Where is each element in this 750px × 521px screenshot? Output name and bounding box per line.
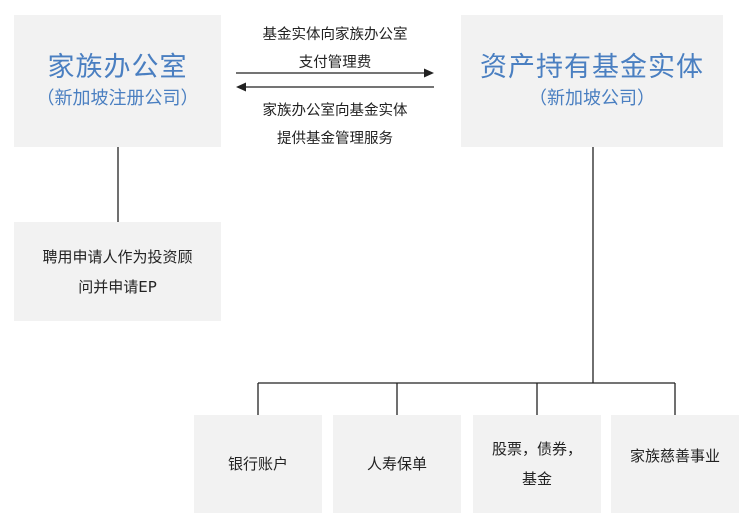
flow-top-line2: 支付管理费 bbox=[298, 55, 372, 71]
flow-bottom-line1: 家族办公室向基金实体 bbox=[262, 103, 408, 119]
hire-advisor-box: 聘用申请人作为投资顾 问并申请EP bbox=[14, 222, 221, 321]
family-office-title: 家族办公室 bbox=[47, 52, 188, 83]
flow-top-line1: 基金实体向家族办公室 bbox=[262, 27, 408, 43]
hire-advisor-line1: 聘用申请人作为投资顾 bbox=[42, 247, 193, 266]
flow-top-label: 基金实体向家族办公室 支付管理费 bbox=[236, 21, 434, 77]
asset-label-line2: 基金 bbox=[521, 470, 552, 488]
arrow-left-icon bbox=[236, 82, 434, 92]
flow-bottom-line2: 提供基金管理服务 bbox=[277, 131, 393, 147]
asset-box-securities: 股票，债券， 基金 bbox=[473, 415, 601, 513]
fund-entity-subtitle: （新加坡公司） bbox=[529, 88, 655, 109]
asset-box-bank-account: 银行账户 bbox=[194, 415, 322, 513]
fund-entity-title: 资产持有基金实体 bbox=[480, 52, 704, 83]
asset-box-family-philanthropy: 家族慈善事业 bbox=[611, 415, 739, 513]
asset-label: 人寿保单 bbox=[366, 455, 427, 473]
asset-label: 家族慈善事业 bbox=[629, 447, 720, 465]
hire-advisor-line2: 问并申请EP bbox=[78, 277, 157, 296]
asset-label-line1: 股票，债券， bbox=[491, 440, 582, 458]
arrow-right-icon bbox=[236, 68, 434, 78]
family-office-subtitle: （新加坡注册公司） bbox=[36, 88, 199, 109]
asset-label: 银行账户 bbox=[227, 455, 288, 473]
fund-entity-box: 资产持有基金实体 （新加坡公司） bbox=[461, 15, 723, 147]
asset-box-life-insurance: 人寿保单 bbox=[333, 415, 461, 513]
family-office-box: 家族办公室 （新加坡注册公司） bbox=[14, 15, 221, 147]
flow-bottom-label: 家族办公室向基金实体 提供基金管理服务 bbox=[236, 97, 434, 153]
